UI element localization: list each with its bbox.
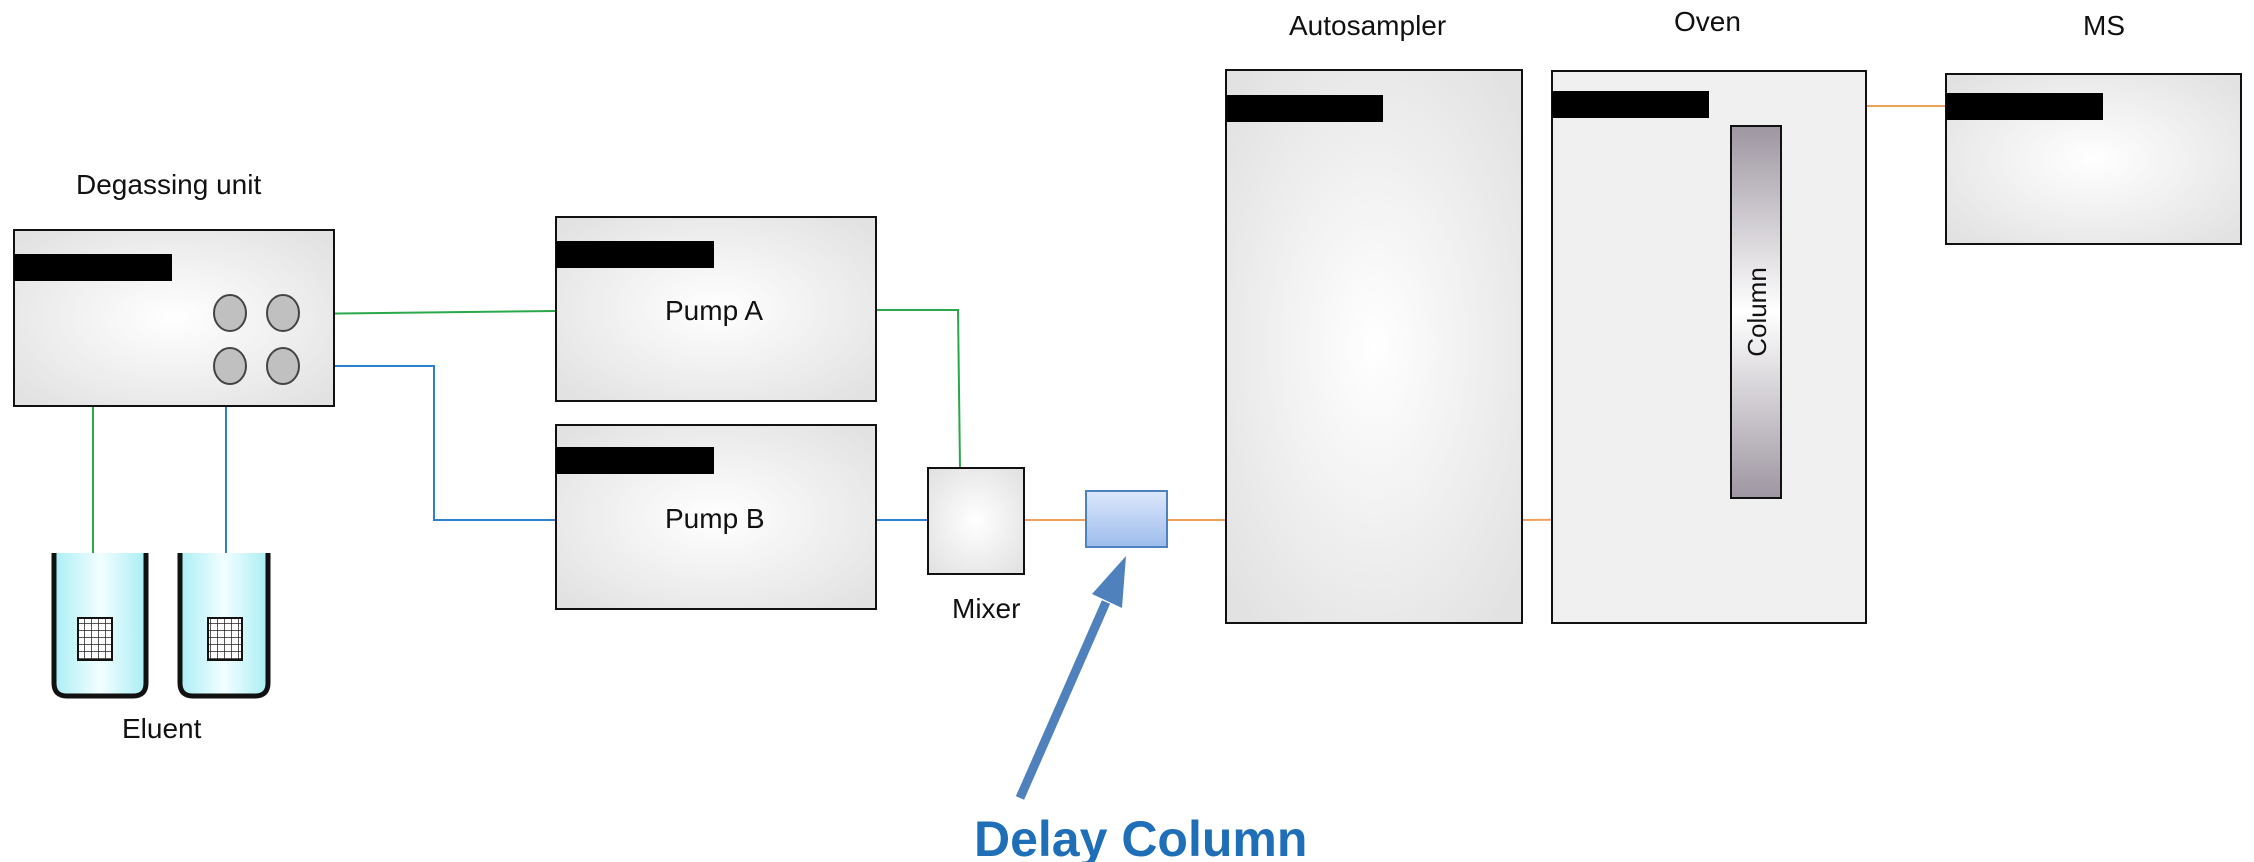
analytical-column (1730, 125, 1782, 499)
ms-label-bar (1946, 93, 2103, 120)
line-a-degasser-to-pump-a (295, 310, 557, 315)
mass-spectrometer: MS (1945, 10, 2242, 245)
degasser-port-a-out (266, 294, 300, 332)
pump-b: Pump B (555, 424, 877, 610)
delay-column-box (1085, 490, 1168, 548)
oven: Oven Column (1551, 6, 1867, 624)
callout-arrow-shaft (1015, 600, 1111, 800)
autosampler-label: Autosampler (1289, 10, 1446, 41)
oven-label-bar (1552, 91, 1709, 118)
delay-column-callout: Delay Column (974, 811, 1307, 862)
pump-b-label: Pump B (665, 503, 765, 534)
degasser-port-b-out (266, 347, 300, 385)
mixer: Mixer (927, 467, 1025, 624)
oven-label: Oven (1674, 6, 1741, 37)
oven-box (1551, 70, 1867, 624)
eluent-label: Eluent (122, 713, 202, 744)
mixer-label: Mixer (952, 593, 1020, 624)
degasser-port-a-in (213, 294, 247, 332)
degassing-unit-label: Degassing unit (76, 169, 261, 200)
pump-a-label: Pump A (665, 295, 763, 326)
eluent-filter-a (77, 617, 113, 661)
degasser-port-b-in (213, 347, 247, 385)
autosampler-box (1225, 69, 1523, 624)
degassing-unit-label-bar (14, 254, 172, 281)
eluent-filter-b (207, 617, 243, 661)
pump-a-label-bar (556, 241, 714, 268)
column-label: Column (1742, 267, 1772, 357)
ms-label: MS (2083, 10, 2125, 41)
mixer-box (927, 467, 1025, 575)
autosampler: Autosampler (1225, 10, 1523, 624)
degassing-unit: Degassing unit (13, 169, 335, 407)
eluent-bottles: Eluent (51, 553, 271, 744)
pump-b-label-bar (556, 447, 714, 474)
line-a-pump-a-to-mixer (876, 309, 961, 469)
callout-arrow-head (1092, 556, 1126, 608)
line-b-degasser-to-pump-b (296, 365, 556, 521)
autosampler-label-bar (1226, 95, 1383, 122)
pump-a: Pump A (555, 216, 877, 402)
delay-column: Delay Column (974, 490, 1307, 862)
